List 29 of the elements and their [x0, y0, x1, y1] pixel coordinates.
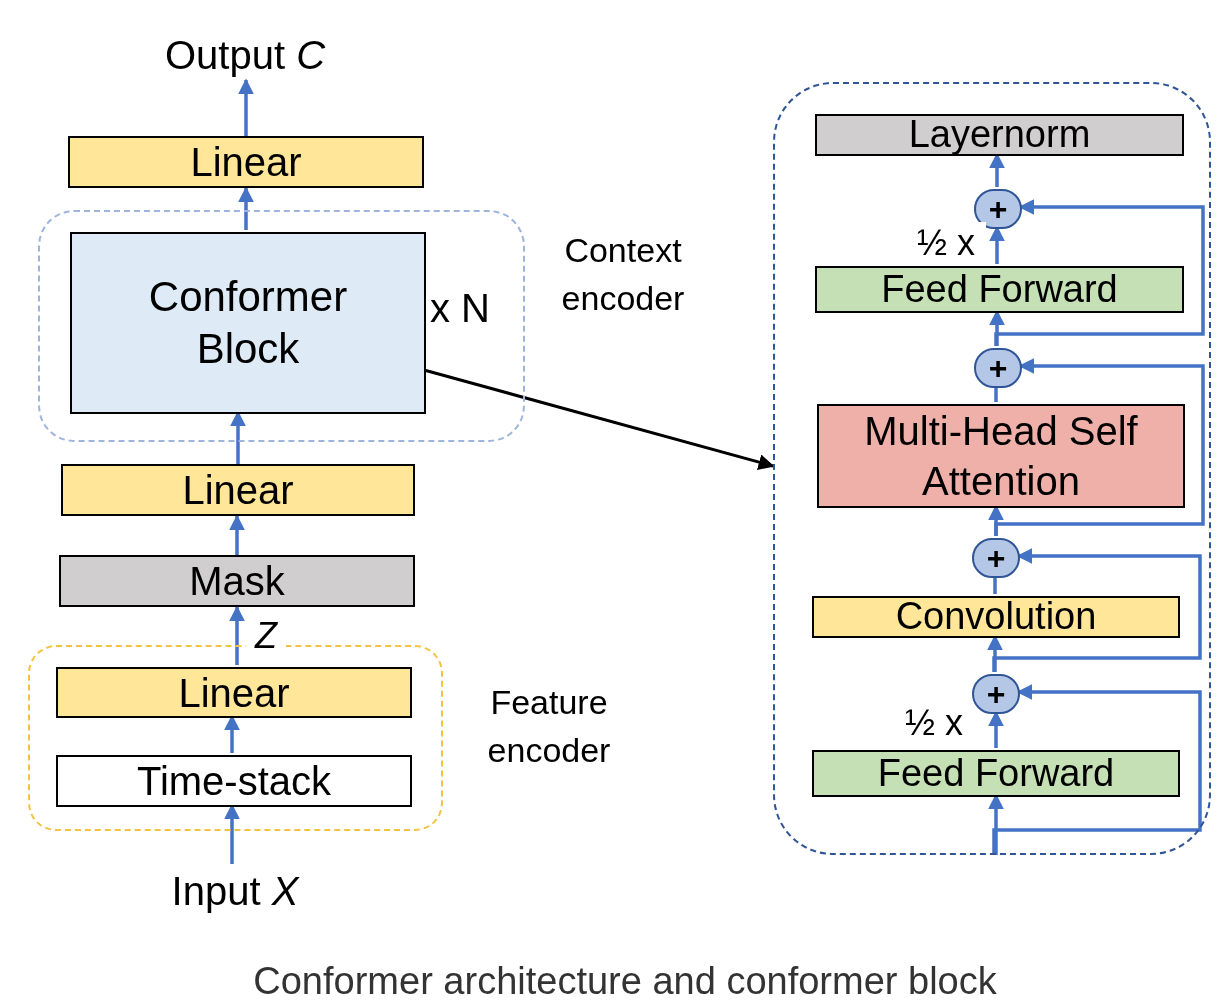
linear-box: Linear — [61, 464, 415, 516]
conformer-block-detail-group — [773, 82, 1211, 855]
group-label: Feature encoder — [486, 682, 612, 771]
repeat-label: x N — [430, 285, 491, 332]
arrow — [994, 199, 1205, 346]
conformer-block-box: Conformer Block — [70, 232, 426, 414]
arrow — [992, 684, 1202, 855]
feed-forward-box: Feed Forward — [812, 750, 1180, 797]
context-encoder-group — [38, 210, 525, 442]
linear-box: Linear — [68, 136, 424, 188]
arrow — [238, 78, 254, 136]
arrow — [238, 186, 254, 230]
attention-box: Multi-Head Self Attention — [817, 404, 1185, 508]
linear-box: Linear — [56, 667, 412, 718]
connector-line — [994, 386, 998, 402]
group-label: Context encoder — [560, 230, 686, 319]
feed-forward-box: Feed Forward — [815, 266, 1184, 313]
output-label: Output C — [140, 30, 350, 80]
input-label: Input X — [140, 864, 330, 918]
mask-box: Mask — [59, 555, 415, 607]
time-stack-box: Time-stack — [56, 755, 412, 807]
convolution-box: Convolution — [812, 596, 1180, 638]
arrow — [992, 548, 1202, 672]
layernorm-box: Layernorm — [815, 114, 1184, 156]
caption: Conformer architecture and conformer block — [252, 959, 998, 1004]
arrow — [229, 605, 245, 665]
connector-line — [993, 576, 997, 594]
arrow — [229, 514, 245, 555]
arrow — [994, 358, 1205, 536]
